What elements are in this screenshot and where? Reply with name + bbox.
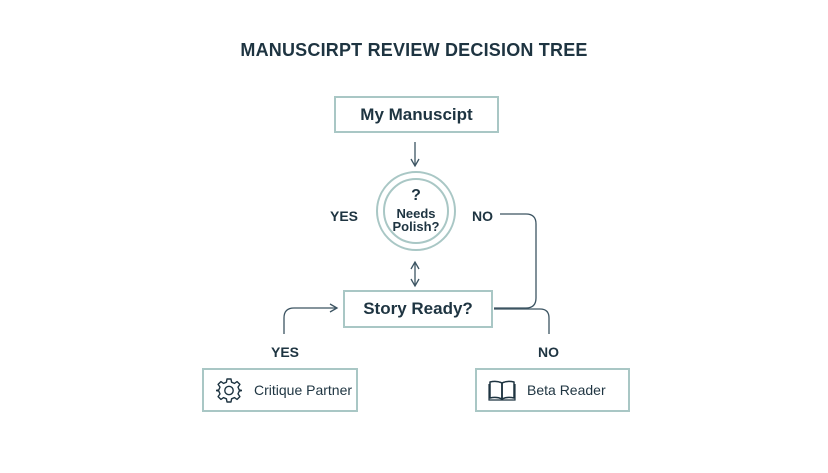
label-story-yes: YES bbox=[271, 344, 300, 360]
node-my-manuscript-label: My Manuscipt bbox=[360, 104, 473, 124]
label-decision-yes: YES bbox=[330, 208, 359, 224]
gear-icon bbox=[214, 375, 244, 405]
label-story-no: NO bbox=[538, 344, 559, 360]
label-decision-no: NO bbox=[472, 208, 493, 224]
node-story-ready: Story Ready? bbox=[343, 290, 493, 328]
open-book-icon bbox=[487, 375, 517, 405]
diagram-title: MANUSCIRPT REVIEW DECISION TREE bbox=[240, 40, 588, 60]
connector-story-no bbox=[494, 308, 550, 334]
connector-story-yes bbox=[283, 303, 339, 334]
node-critique-partner: Critique Partner bbox=[202, 368, 358, 412]
decision-inner-ring: ? Needs Polish? bbox=[383, 178, 449, 244]
question-mark: ? bbox=[411, 186, 421, 204]
node-beta-reader: Beta Reader bbox=[475, 368, 630, 412]
connector-no-loop bbox=[494, 213, 537, 309]
node-beta-reader-label: Beta Reader bbox=[527, 382, 606, 398]
node-my-manuscript: My Manuscipt bbox=[334, 96, 499, 133]
node-critique-partner-label: Critique Partner bbox=[254, 382, 353, 398]
decision-needs-polish-label: Needs Polish? bbox=[392, 205, 440, 235]
decision-needs-polish: ? Needs Polish? bbox=[376, 171, 456, 251]
node-story-ready-label: Story Ready? bbox=[363, 299, 473, 318]
